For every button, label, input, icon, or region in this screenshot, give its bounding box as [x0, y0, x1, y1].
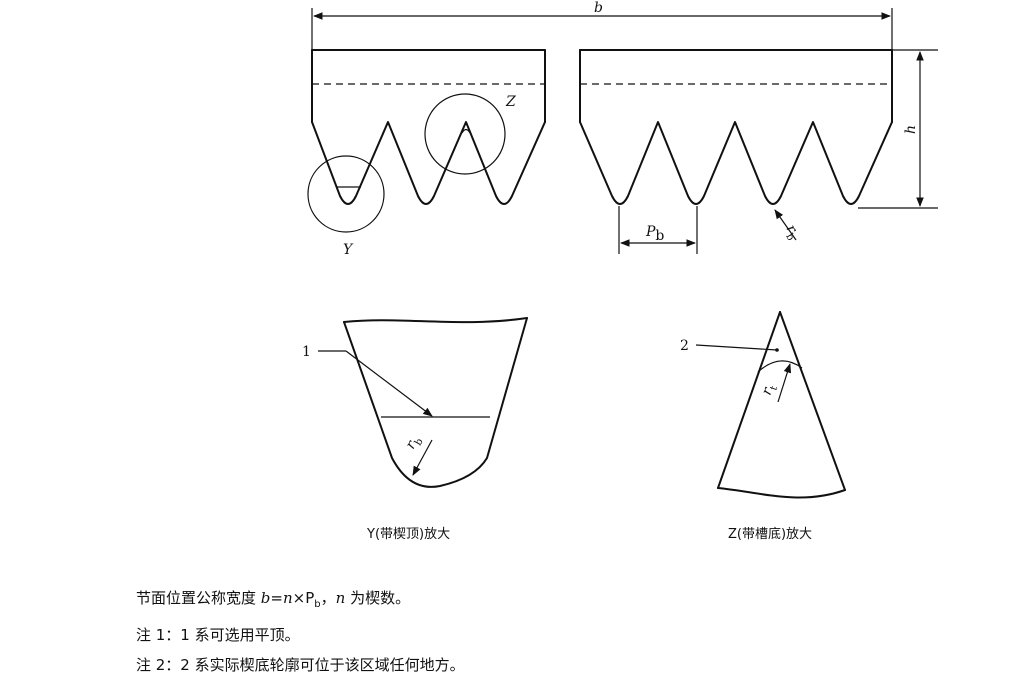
height-dimension-h: h	[858, 49, 938, 209]
belt-left-section	[311, 49, 546, 205]
label-z: Z	[505, 94, 516, 110]
label-h: h	[903, 125, 919, 134]
detail-circle-z	[424, 93, 506, 175]
callout-1: 1	[302, 344, 311, 360]
caption-z-detail: Z(带槽底)放大	[728, 526, 812, 542]
label-b: b	[594, 0, 603, 16]
pitch-dimension-pb: Pb	[618, 206, 698, 254]
z-detail-enlarged: 2 rt	[680, 311, 846, 499]
formula-line: 节面位置公称宽度 b=n×Pb，n 为楔数。	[136, 589, 411, 610]
notes-block: 节面位置公称宽度 b=n×Pb，n 为楔数。 注 1：1 系可选用平顶。 注 2…	[136, 583, 996, 680]
radius-rb-leader: rb	[774, 209, 803, 243]
label-y: Y	[343, 242, 354, 258]
label-rt: rt	[759, 382, 781, 399]
detail-circle-y	[307, 155, 385, 233]
callout-2: 2	[680, 338, 689, 354]
width-dimension-b: b	[311, 0, 893, 50]
belt-right-section	[579, 49, 893, 205]
y-detail-enlarged: 1 rb	[302, 317, 528, 488]
note-1: 注 1：1 系可选用平顶。	[136, 626, 300, 644]
caption-y-detail: Y(带楔顶)放大	[366, 527, 450, 542]
label-pb: Pb	[645, 224, 664, 244]
label-rb-main: rb	[780, 222, 803, 243]
note-2: 注 2：2 系实际楔底轮廓可位于该区域任何地方。	[136, 656, 465, 674]
label-rb-detail: rb	[403, 433, 426, 454]
